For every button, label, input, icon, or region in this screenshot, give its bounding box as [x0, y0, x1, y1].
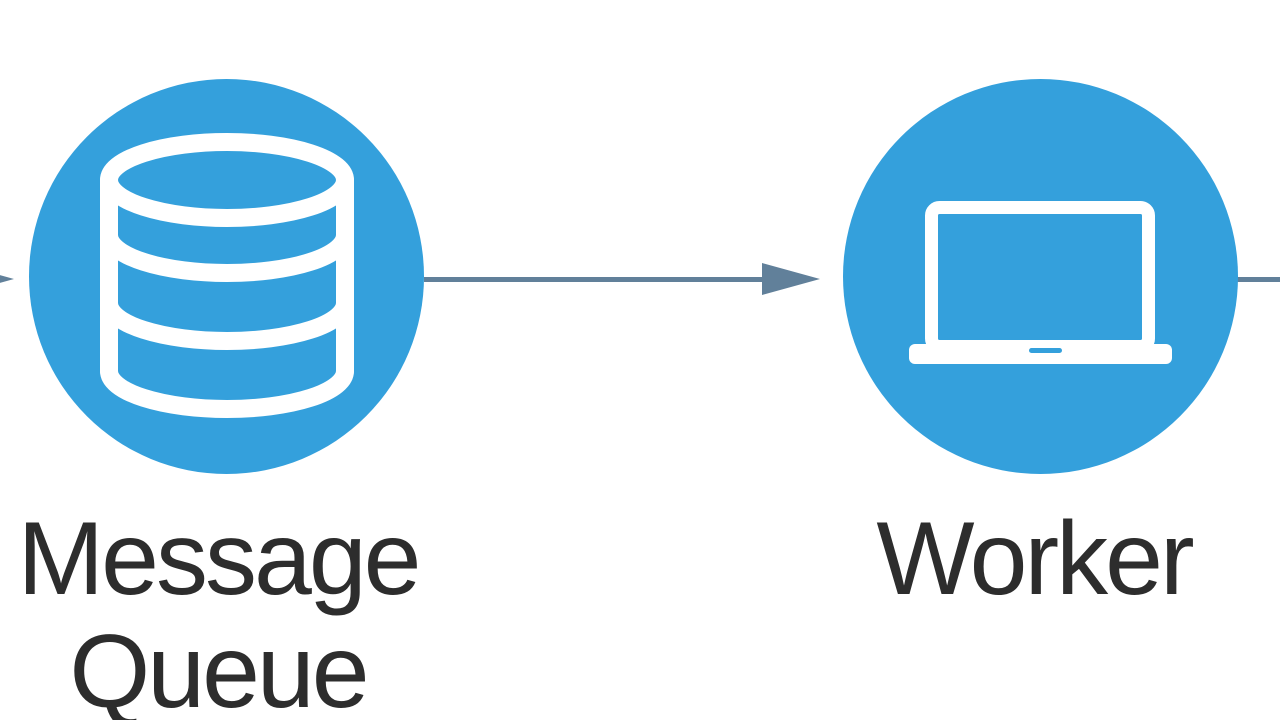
connector-line-mq-to-worker	[424, 277, 764, 282]
node-message-queue	[29, 79, 424, 474]
label-line: Queue	[69, 614, 369, 720]
node-label-message-queue: Message Queue	[0, 503, 478, 720]
database-icon	[99, 132, 354, 418]
node-worker	[843, 79, 1238, 474]
laptop-icon	[909, 201, 1172, 364]
outgoing-connector-line	[1236, 277, 1280, 282]
label-line: Worker	[876, 501, 1194, 617]
node-label-worker: Worker	[774, 503, 1280, 616]
label-line: Message	[17, 501, 422, 617]
incoming-arrowhead	[0, 263, 14, 295]
connector-arrowhead-mq-to-worker	[762, 263, 820, 295]
